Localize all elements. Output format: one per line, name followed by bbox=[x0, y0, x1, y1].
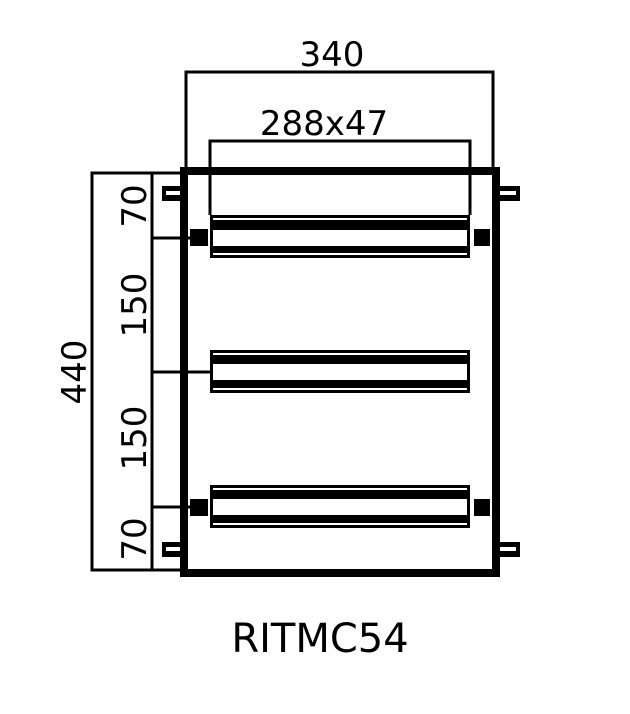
din-rail-1 bbox=[190, 215, 490, 258]
rail-clamp-left bbox=[190, 499, 208, 516]
rail-size-label: 288x47 bbox=[260, 104, 388, 144]
width-dimension-label: 340 bbox=[300, 35, 365, 75]
enclosure-frame bbox=[180, 167, 500, 577]
rail-clamp-right bbox=[474, 499, 490, 516]
din-rail-3 bbox=[190, 485, 490, 528]
segment-label-lower-middle: 150 bbox=[115, 406, 155, 471]
rail-size-dimension: 288x47 bbox=[208, 104, 472, 215]
rail-size-dimension-line bbox=[208, 139, 472, 215]
mounting-tab-bottom-right bbox=[498, 542, 520, 557]
mounting-tab-bottom-left bbox=[162, 542, 182, 557]
rail-clamp-left bbox=[190, 229, 208, 246]
mounting-tab-top-left bbox=[162, 186, 182, 201]
segment-label-upper-middle: 150 bbox=[115, 273, 155, 338]
mounting-tabs bbox=[162, 186, 520, 557]
segment-label-bottom: 70 bbox=[115, 517, 155, 560]
overall-height-label: 440 bbox=[55, 340, 95, 405]
rail-clamp-right bbox=[474, 229, 490, 246]
height-dimension: 440 70 150 150 70 bbox=[55, 171, 210, 572]
width-dimension-line bbox=[184, 70, 495, 170]
model-label: RITMC54 bbox=[231, 616, 408, 662]
width-dimension: 340 bbox=[184, 35, 495, 170]
segment-label-top: 70 bbox=[115, 184, 155, 227]
height-dimension-line bbox=[90, 171, 182, 572]
mounting-tab-top-right bbox=[498, 186, 520, 201]
din-rail-2 bbox=[210, 350, 470, 393]
